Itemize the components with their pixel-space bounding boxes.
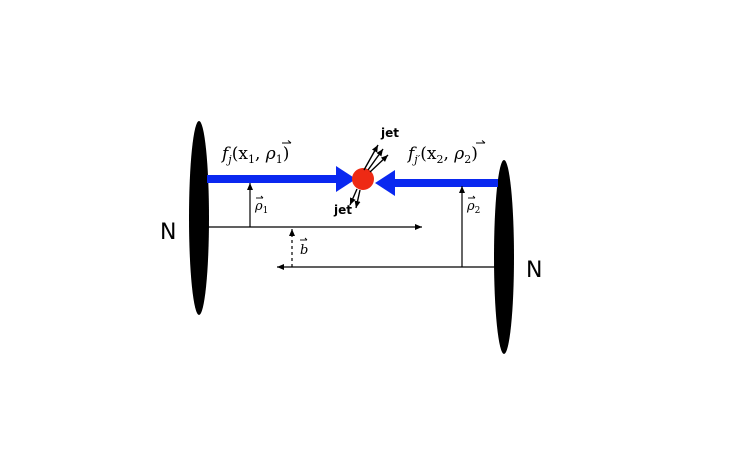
- pdf-left-rho: ρ: [265, 144, 276, 164]
- nucleus-left: [189, 121, 209, 315]
- beam-arrow-left: [207, 166, 356, 192]
- nucleus-left-label: N: [160, 220, 176, 245]
- pdf-right-label: fj′(x2, ρ2): [406, 144, 478, 166]
- nucleus-right: [494, 160, 514, 354]
- pdf-left-vector-arrow: [282, 140, 292, 144]
- jet-top-label: jet: [380, 126, 399, 140]
- impact-parameter-label: b: [300, 243, 308, 258]
- pdf-left-label: fj(x1, ρ1): [220, 144, 289, 166]
- pdf-right-vector-arrow: [476, 140, 486, 144]
- rho2-vector-arrow: [468, 195, 476, 199]
- jet-arrows-top: [363, 144, 389, 173]
- beam-arrow-right: [375, 170, 498, 196]
- nucleus-right-label: N: [526, 258, 542, 283]
- collision-point: [352, 168, 374, 190]
- pdf-right-rho: ρ: [453, 144, 464, 164]
- impact-parameter-vector-arrow: [300, 237, 308, 241]
- jet-arrows-bottom: [349, 188, 361, 209]
- rho1-vector-arrow: [256, 195, 264, 199]
- jet-bottom-label: jet: [333, 203, 352, 217]
- rho1-label: ρ1: [254, 199, 268, 216]
- rho2-label: ρ2: [466, 199, 480, 216]
